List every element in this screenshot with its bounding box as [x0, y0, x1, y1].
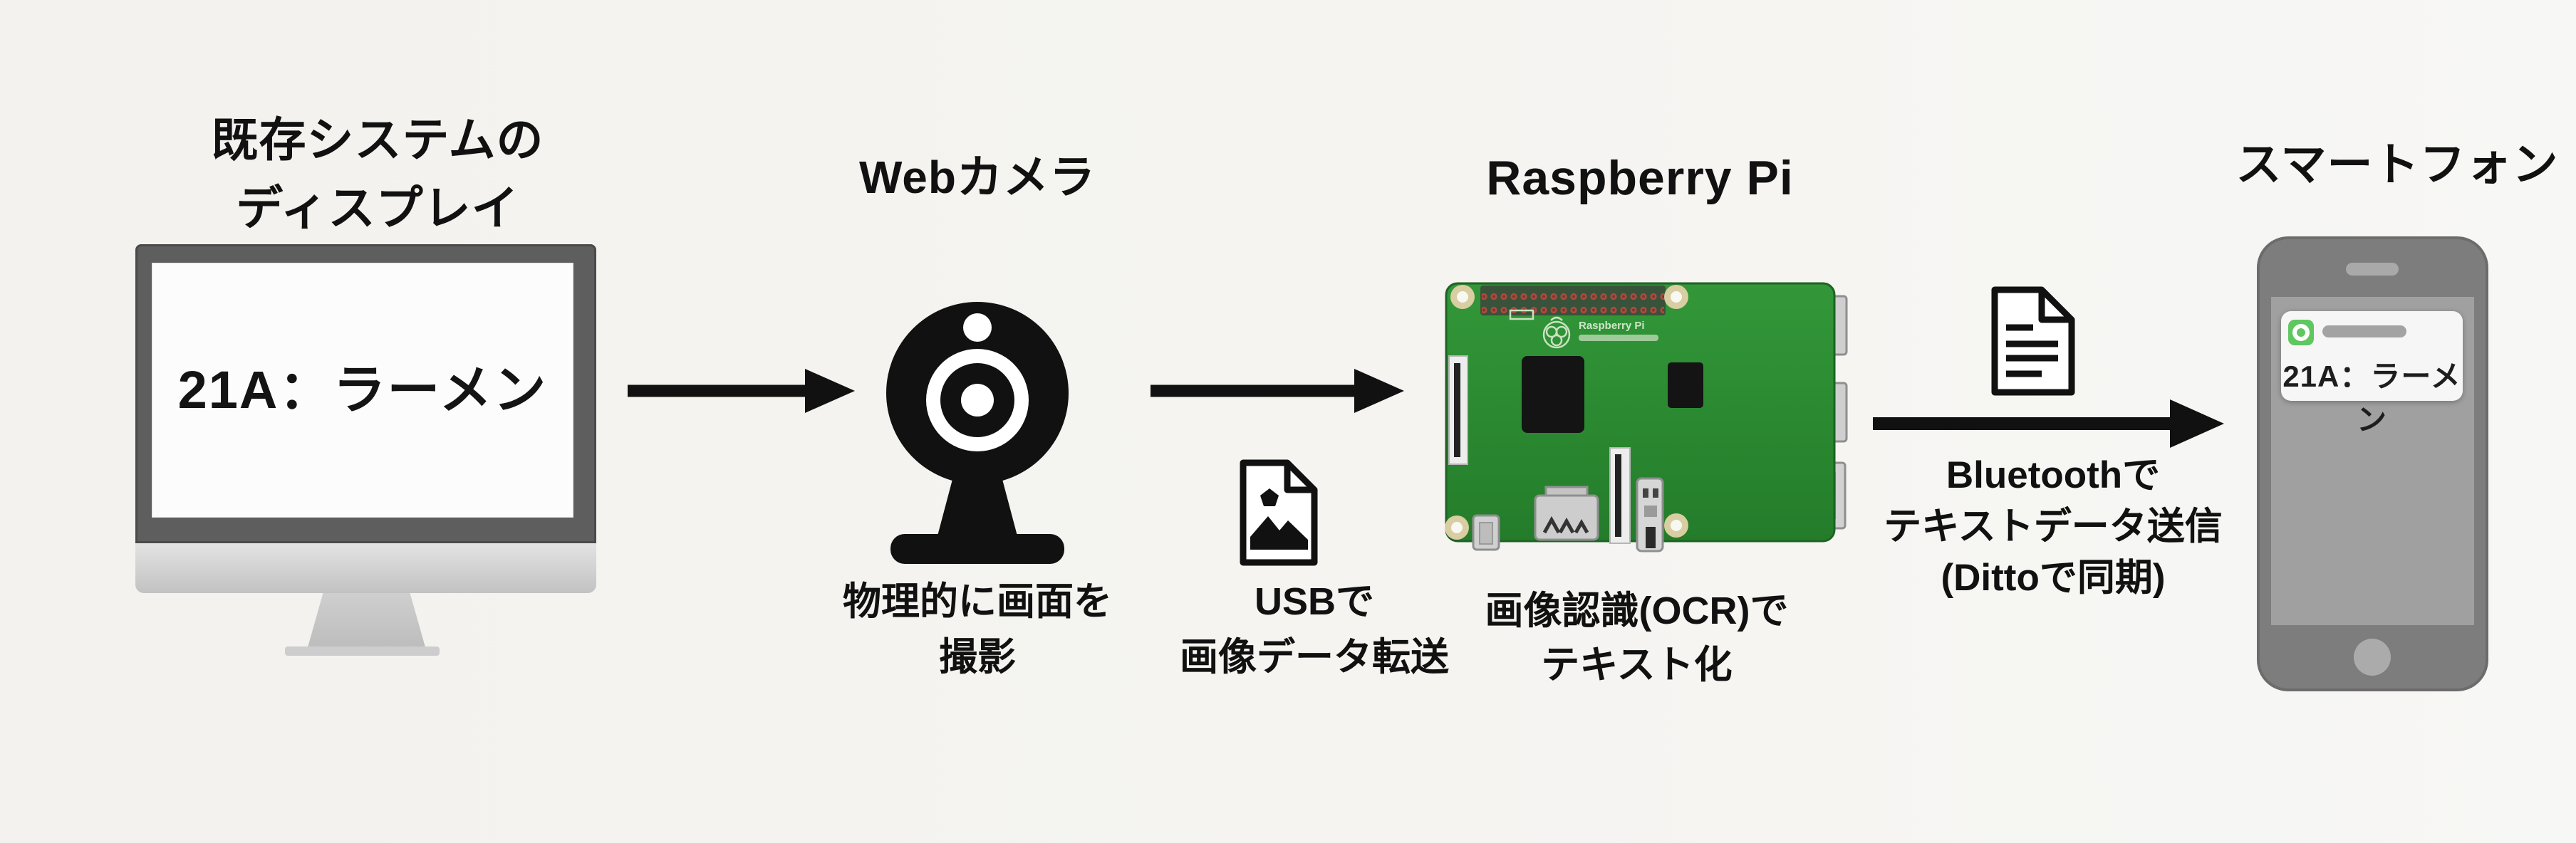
messenger-app-icon: [2288, 320, 2314, 345]
gpio-pins: [1482, 287, 1664, 314]
arrow-right-icon-3: [1873, 399, 2224, 448]
raspberry-logo: [1509, 309, 1571, 349]
monitor-screen-text: 21A：ラーメン: [177, 360, 548, 419]
arrow-right-icon-1: [628, 369, 855, 413]
raspberry-pi-board: Raspberry Pi: [1445, 282, 1848, 553]
monitor-stand-base: [285, 646, 440, 656]
webcam-caption: 物理的に画面を 撮影: [778, 574, 1177, 685]
bluetooth-caption-line3: (Dittoで同期): [1941, 557, 2166, 599]
arrow-right-icon-2: [1151, 369, 1404, 413]
mounting-holes: [1445, 285, 1688, 540]
notification-title-placeholder: [2322, 325, 2406, 337]
monitor-stand-neck: [308, 593, 425, 647]
webcam-title: Webカメラ: [859, 152, 1096, 203]
monitor-screen: 21A：ラーメン: [152, 263, 573, 518]
small-connector: [1636, 477, 1664, 553]
app-icon-ring: [2292, 324, 2310, 341]
notification-card: 21A：ラーメン: [2281, 311, 2463, 436]
phone-speaker: [2346, 263, 2399, 276]
board-silkscreen-text: Raspberry Pi: [1579, 320, 1645, 332]
soc-chip: [1522, 356, 1584, 433]
hdmi-port: [1534, 486, 1599, 541]
text-document-icon: [1991, 286, 2075, 396]
micro-usb-port: [1472, 514, 1500, 551]
ocr-caption-line2: テキスト化: [1541, 644, 1733, 686]
ocr-caption: 画像認識(OCR)で テキスト化: [1453, 584, 1820, 692]
webcam-caption-line1: 物理的に画面を: [843, 580, 1112, 623]
image-file-icon: [1240, 459, 1318, 566]
webcam-icon: [886, 302, 1069, 564]
dsi-connector: [1448, 355, 1468, 465]
bluetooth-caption-line1: Bluetoothで: [1946, 454, 2161, 496]
usb-transfer-caption-line2: 画像データ転送: [1180, 636, 1449, 679]
raspberry-pi-title: Raspberry Pi: [1486, 151, 1794, 205]
monitor-chin: [135, 543, 596, 593]
phone-home-button: [2354, 639, 2391, 676]
notification-text: 21A：ラーメン: [2282, 360, 2461, 436]
webcam-caption-line2: 撮影: [939, 636, 1016, 679]
smartphone-title: スマートフォン: [2235, 139, 2559, 190]
ocr-caption-line1: 画像認識(OCR)で: [1485, 590, 1789, 632]
bluetooth-caption-line2: テキストデータ送信: [1884, 506, 2223, 548]
camera-connector: [1609, 447, 1631, 544]
secondary-chip: [1668, 362, 1703, 408]
existing-display-title-line2: ディスプレイ: [236, 182, 519, 234]
usb-transfer-caption: USBで 画像データ転送: [1140, 574, 1489, 685]
usb-transfer-caption-line1: USBで: [1254, 580, 1374, 623]
existing-display-title-line1: 既存システムの: [211, 113, 544, 166]
bluetooth-transfer-caption: Bluetoothで テキストデータ送信 (Dittoで同期): [1861, 450, 2245, 604]
existing-display-title: 既存システムの ディスプレイ: [164, 105, 591, 242]
